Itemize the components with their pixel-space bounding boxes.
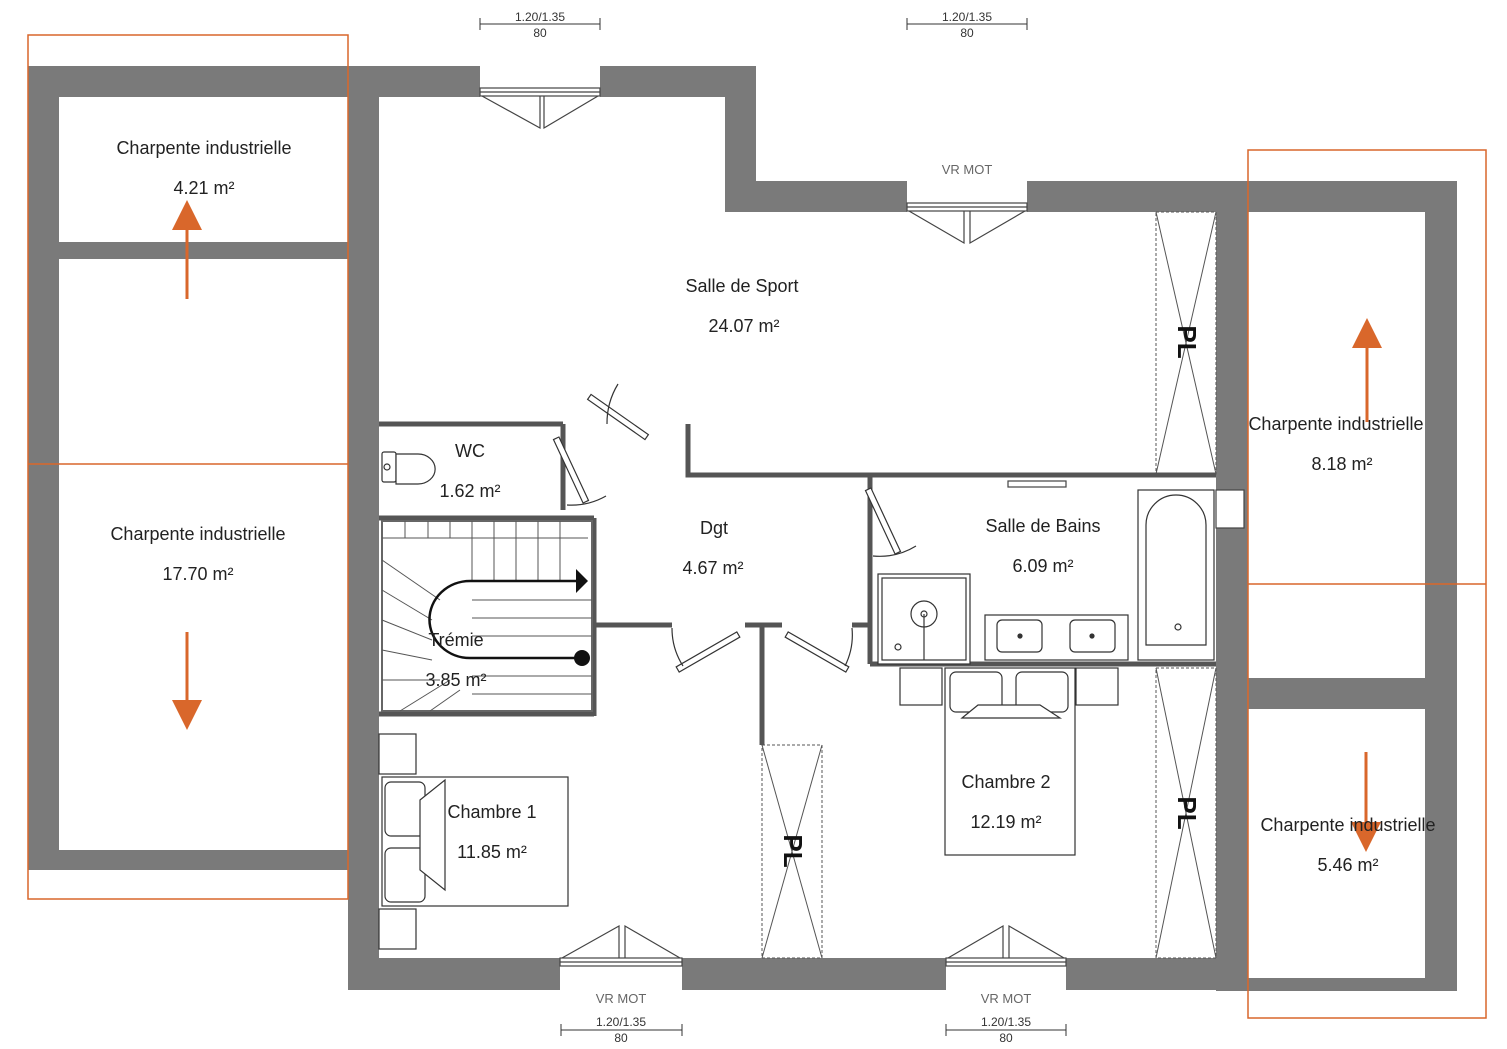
- wall-left-outer: [28, 66, 59, 870]
- window-top-left: [479, 87, 601, 130]
- placard-label-top-right: PL: [1172, 325, 1202, 358]
- dimension-markers: [479, 18, 1067, 1036]
- room-chambre2-name: Chambre 2: [961, 772, 1050, 792]
- room-charpente-l-name: Charpente industrielle: [110, 524, 285, 544]
- dim-top-right-size: 1.20/1.35: [942, 10, 992, 24]
- wall-main-left: [348, 66, 379, 990]
- wall-main-right: [1216, 181, 1248, 990]
- door-chambre1: [671, 627, 741, 673]
- shower: [877, 573, 971, 665]
- arrow-down-icon: [1351, 752, 1381, 852]
- dim-bottom-left-sub: 80: [614, 1031, 628, 1045]
- placard-labels: PL PL PL: [778, 325, 1202, 867]
- toilet: [381, 451, 436, 485]
- double-sink: [984, 614, 1129, 661]
- placard-label-bottom-right: PL: [1172, 796, 1202, 829]
- room-dgt-name: Dgt: [700, 518, 728, 538]
- window-bath: [1215, 489, 1245, 529]
- wall-bottom-a: [348, 958, 560, 990]
- furniture: [378, 451, 1215, 950]
- placard-bottom-right: [1155, 667, 1217, 959]
- arrow-up-icon: [1352, 318, 1382, 422]
- door-sport: [586, 383, 650, 441]
- wall-main-top-a: [348, 66, 480, 97]
- room-charpente-r-area: 8.18 m²: [1311, 454, 1372, 474]
- window-bottom-right: [945, 924, 1067, 967]
- walls: [28, 66, 1457, 991]
- room-wc-name: WC: [455, 441, 485, 461]
- window-top-right: [906, 202, 1028, 245]
- arrow-up-icon: [172, 200, 202, 299]
- wall-left-top: [28, 66, 348, 97]
- room-dgt-area: 4.67 m²: [682, 558, 743, 578]
- room-charpente-tl-area: 4.21 m²: [173, 178, 234, 198]
- room-chambre2-area: 12.19 m²: [970, 812, 1041, 832]
- door-chambre2: [784, 627, 853, 673]
- dim-top-left-sub: 80: [533, 26, 547, 40]
- window-bottom-left: [559, 924, 683, 967]
- wall-left-bottom: [28, 850, 348, 870]
- room-tremie-area: 3.85 m²: [425, 670, 486, 690]
- room-charpente-br-name: Charpente industrielle: [1260, 815, 1435, 835]
- wall-right-bottom: [1216, 978, 1457, 991]
- stairs: [381, 520, 593, 712]
- charpente-outline-left: [27, 34, 349, 900]
- placard-middle: [761, 744, 823, 959]
- room-sport-name: Salle de Sport: [685, 276, 798, 296]
- charpente-outlines: [27, 34, 1487, 1019]
- room-bains-area: 6.09 m²: [1012, 556, 1073, 576]
- dim-bottom-left: [560, 1024, 683, 1036]
- dim-bottom-right: [945, 1024, 1067, 1036]
- bathtub: [1137, 489, 1215, 661]
- room-charpente-l-area: 17.70 m²: [162, 564, 233, 584]
- wall-right-outer: [1425, 181, 1457, 991]
- door-bain: [864, 487, 917, 557]
- vr-mot-bottom-right-label: VR MOT: [981, 991, 1032, 1006]
- placard-top-right: [1155, 211, 1217, 475]
- partition-corridor-top: [685, 424, 1216, 478]
- room-bains-name: Salle de Bains: [985, 516, 1100, 536]
- dim-bottom-right-sub: 80: [999, 1031, 1013, 1045]
- arrow-down-icon: [172, 632, 202, 730]
- door-wc: [552, 436, 607, 506]
- room-wc-area: 1.62 m²: [439, 481, 500, 501]
- vr-mot-top-label: VR MOT: [942, 162, 993, 177]
- wall-top-right-a: [725, 181, 907, 212]
- vr-mot-bottom-left-label: VR MOT: [596, 991, 647, 1006]
- dim-bottom-left-size: 1.20/1.35: [596, 1015, 646, 1029]
- bed-chambre2: [899, 667, 1119, 856]
- dim-top-right-sub: 80: [960, 26, 974, 40]
- dim-top-left: [479, 18, 601, 30]
- bed-chambre1: [378, 733, 569, 950]
- room-labels: Charpente industrielle 4.21 m² Charpente…: [110, 138, 1435, 875]
- dim-bottom-right-size: 1.20/1.35: [981, 1015, 1031, 1029]
- doors: [552, 383, 917, 673]
- room-sport-area: 24.07 m²: [708, 316, 779, 336]
- wall-right-mid: [1216, 678, 1457, 709]
- room-charpente-tl-name: Charpente industrielle: [116, 138, 291, 158]
- placards: [761, 211, 1217, 959]
- room-chambre1-name: Chambre 1: [447, 802, 536, 822]
- windows: [479, 87, 1245, 967]
- room-charpente-br-area: 5.46 m²: [1317, 855, 1378, 875]
- wall-bottom-b: [682, 958, 946, 990]
- room-tremie-name: Trémie: [428, 630, 483, 650]
- dim-top-left-size: 1.20/1.35: [515, 10, 565, 24]
- room-chambre1-area: 11.85 m²: [457, 842, 527, 862]
- placard-label-middle: PL: [778, 834, 808, 867]
- room-charpente-r-name: Charpente industrielle: [1248, 414, 1423, 434]
- window-bath-top: [1007, 480, 1067, 488]
- dim-top-right: [906, 18, 1028, 30]
- charpente-arrows: [172, 200, 1382, 852]
